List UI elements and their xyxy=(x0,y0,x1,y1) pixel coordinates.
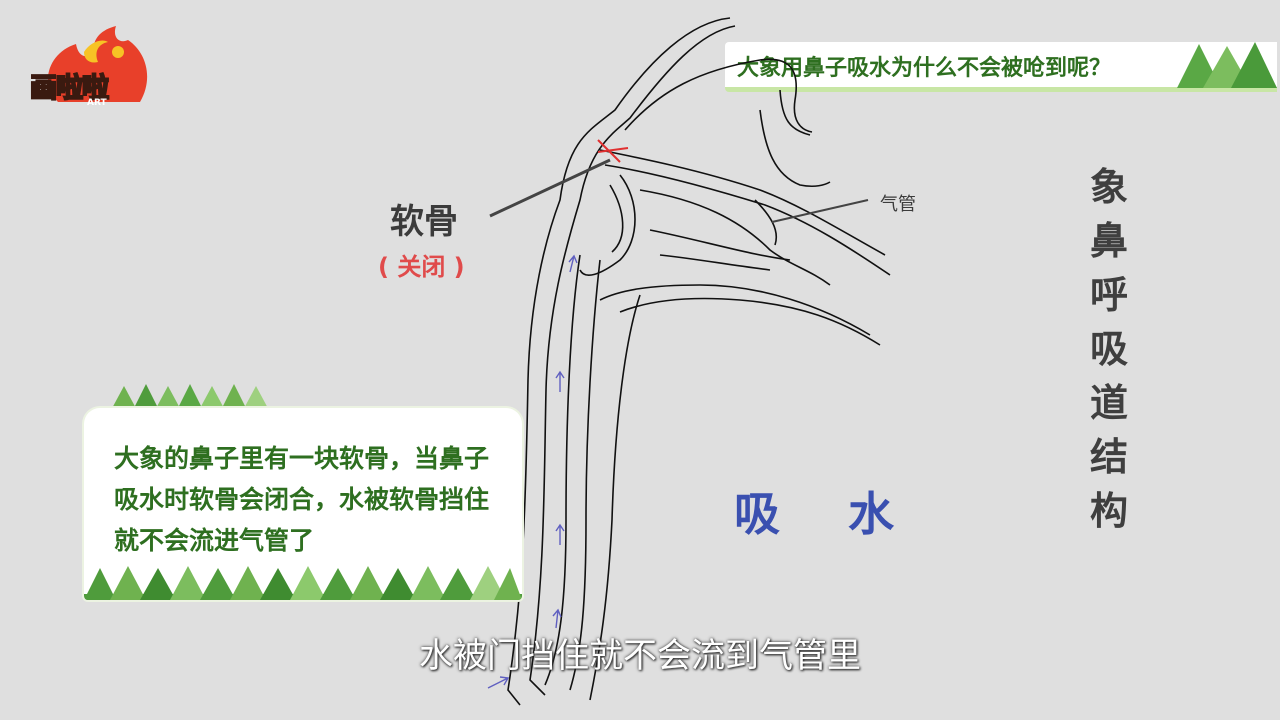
brand-logo xyxy=(28,22,168,118)
water-flow-arrows-icon xyxy=(487,254,578,689)
vertical-diagram-title: 象鼻呼吸道结构 xyxy=(1089,165,1128,533)
explanation-text: 大象的鼻子里有一块软骨，当鼻子吸水时软骨会闭合，水被软骨挡住就不会流进气管了 xyxy=(114,444,490,555)
trees-decoration-icon xyxy=(1177,42,1277,88)
trees-bottom-decoration-icon xyxy=(84,566,522,600)
closed-label: ( 关闭 ) xyxy=(378,253,465,281)
closure-x-mark-icon xyxy=(597,139,629,163)
explanation-box: 大象的鼻子里有一块软骨，当鼻子吸水时软骨会闭合，水被软骨挡住就不会流进气管了 xyxy=(84,408,522,600)
cartilage-pointer-line xyxy=(489,158,611,218)
logo-sub-text: ART xyxy=(87,98,107,108)
video-subtitle: 水被门挡住就不会流到气管里 xyxy=(419,636,861,676)
trachea-label: 气管 xyxy=(880,194,916,215)
logo-text: 画啦啦 xyxy=(29,72,110,105)
page-title: 大象用鼻子吸水为什么不会被呛到呢？ xyxy=(737,56,1112,81)
logo-flame-icon xyxy=(47,26,148,102)
trachea-pointer-line xyxy=(771,199,869,223)
title-banner: 大象用鼻子吸水为什么不会被呛到呢？ xyxy=(725,42,1277,92)
trees-top-decoration-icon xyxy=(110,384,270,412)
cartilage-label: 软骨 xyxy=(390,202,458,242)
suck-water-label: 吸 水 xyxy=(734,487,921,541)
